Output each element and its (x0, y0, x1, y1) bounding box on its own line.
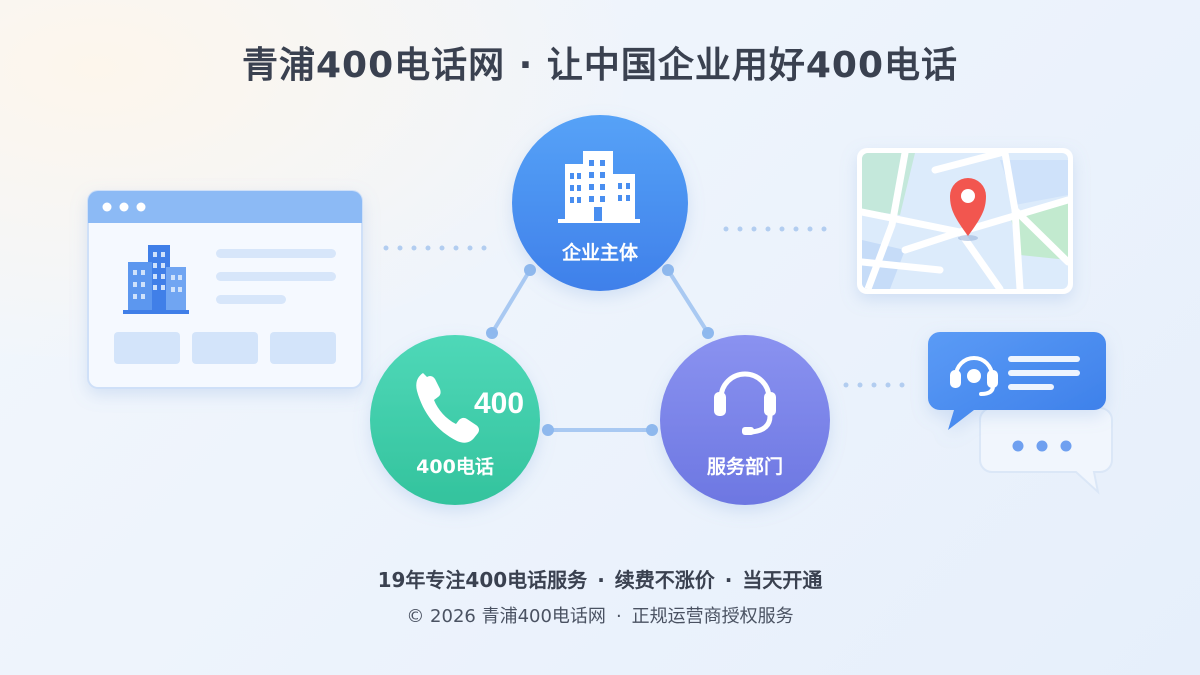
office-building-icon (558, 151, 640, 223)
text-placeholder-line (216, 249, 336, 258)
node-enterprise (512, 115, 688, 291)
card-placeholder-block (192, 332, 258, 364)
footer-highlights: 19年专注400电话服务 · 续费不涨价 · 当天开通 (0, 564, 1200, 593)
node-service (660, 335, 830, 505)
connector-dots (486, 264, 714, 436)
dotted-connector-right-bottom (843, 382, 905, 388)
text-placeholder-line (216, 295, 286, 304)
footer-separator: · (597, 568, 605, 592)
building-icon (123, 245, 189, 314)
dotted-connector-right-top (723, 226, 827, 232)
phone-400-icon-text: 400 (474, 387, 524, 420)
node-phone-label: 400电话 (416, 456, 494, 478)
dotted-connector-left (383, 245, 487, 251)
footer-separator: · (724, 568, 733, 592)
headset-icon (714, 371, 776, 435)
headset-icon (950, 356, 998, 396)
node-phone: 400 (370, 335, 540, 505)
authorization-text: 正规运营商授权服务 (631, 606, 794, 627)
footer-highlight-years: 19年专注400电话服务 (377, 568, 588, 592)
footer-copyright: © 2026 青浦400电话网 · 正规运营商授权服务 (0, 602, 1200, 628)
connector-lines (490, 268, 710, 432)
connector-enterprise-service (666, 268, 710, 335)
phone-handset-icon (416, 373, 480, 443)
card-placeholder-block (114, 332, 180, 364)
page-title: 青浦400电话网 · 让中国企业用好400电话 (241, 45, 959, 86)
chat-bubble-primary (928, 332, 1106, 430)
website-card (87, 190, 363, 389)
text-placeholder-line (216, 272, 336, 281)
footer-highlight-price: 续费不涨价 (614, 568, 715, 592)
browser-titlebar (88, 191, 362, 223)
copyright-text: © 2026 青浦400电话网 (406, 606, 606, 627)
location-pin-icon (950, 178, 986, 241)
chat-bubble-secondary (979, 407, 1113, 495)
card-placeholder-block (270, 332, 336, 364)
map-card (857, 148, 1073, 294)
footer-separator: · (615, 606, 622, 627)
node-enterprise-label: 企业主体 (561, 242, 638, 264)
connector-enterprise-phone (490, 268, 532, 335)
footer-highlight-activation: 当天开通 (742, 568, 823, 592)
node-service-label: 服务部门 (706, 456, 783, 478)
